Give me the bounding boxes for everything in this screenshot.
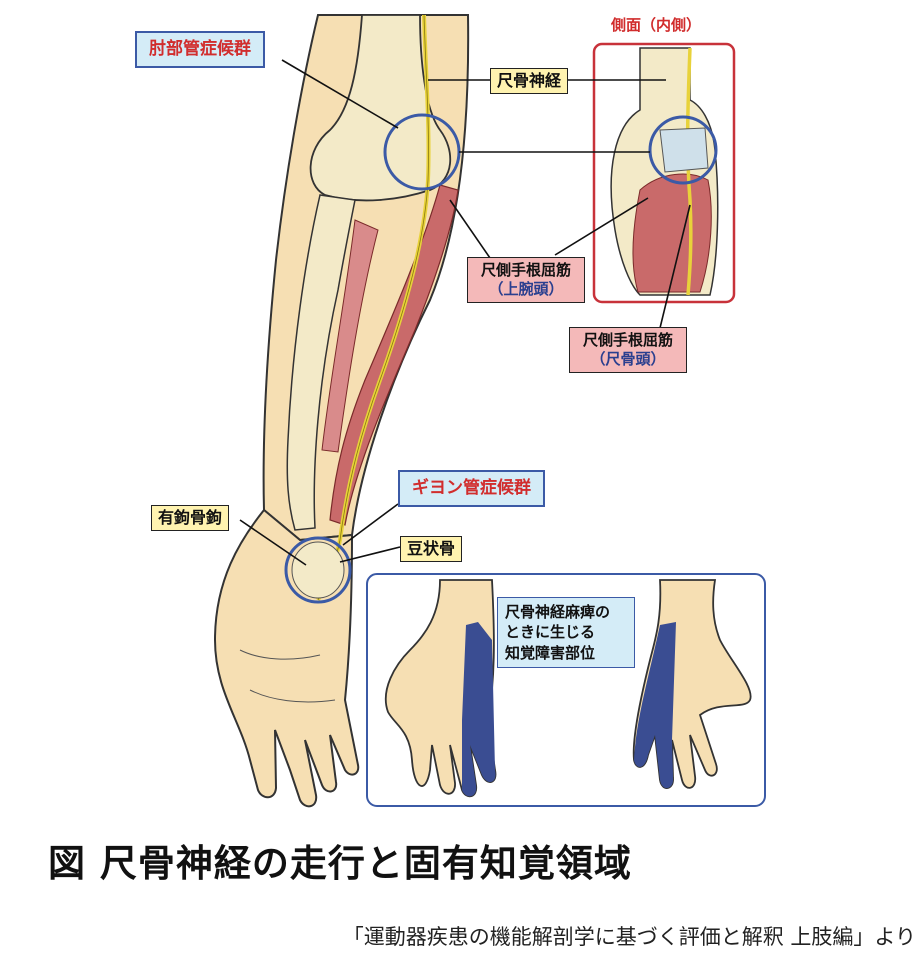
side-view-illustration [610, 47, 719, 296]
fcu-ulnar-head: （尺骨頭） [590, 349, 666, 368]
fcu-ulnar-label: 尺側手根屈筋 （尺骨頭） [569, 327, 687, 373]
sensory-line-3: 知覚障害部位 [505, 643, 596, 662]
guyon-canal-label: ギヨン管症候群 [398, 470, 545, 508]
cubital-tunnel-label: 肘部管症候群 [135, 31, 265, 69]
palm-hand-illustration [384, 579, 497, 798]
sensory-line-1: 尺骨神経麻痺の [505, 603, 611, 621]
fcu-humeral-head: （上腕頭） [488, 279, 564, 298]
dorsal-hand-illustration [632, 579, 752, 789]
source-citation: 「運動器疾患の機能解剖学に基づく評価と解釈 上肢編」より [342, 925, 916, 949]
guyon-canal-circle [284, 536, 352, 604]
fcu-ulnar-name: 尺側手根屈筋 [582, 331, 673, 349]
forearm-and-hand [213, 14, 470, 808]
hamate-hook-label: 有鉤骨鉤 [151, 505, 230, 531]
fcu-humeral-label: 尺側手根屈筋 （上腕頭） [467, 257, 585, 303]
sensory-line-2: ときに生じる [505, 623, 596, 642]
fcu-humeral-name: 尺側手根屈筋 [480, 261, 571, 279]
side-view-circle [648, 115, 718, 185]
pisiform-label: 豆状骨 [400, 536, 463, 562]
leader-lines [239, 59, 691, 566]
sensory-area-label: 尺骨神経麻痺の ときに生じる 知覚障害部位 [497, 597, 635, 668]
dorsal-sensory-area [634, 622, 676, 789]
palm-sensory-area [462, 622, 496, 797]
ulnar-nerve-label: 尺骨神経 [490, 68, 569, 94]
figure-title: 図 尺骨神経の走行と固有知覚領域 [48, 842, 632, 885]
side-view-label: 側面（内側） [611, 16, 702, 34]
